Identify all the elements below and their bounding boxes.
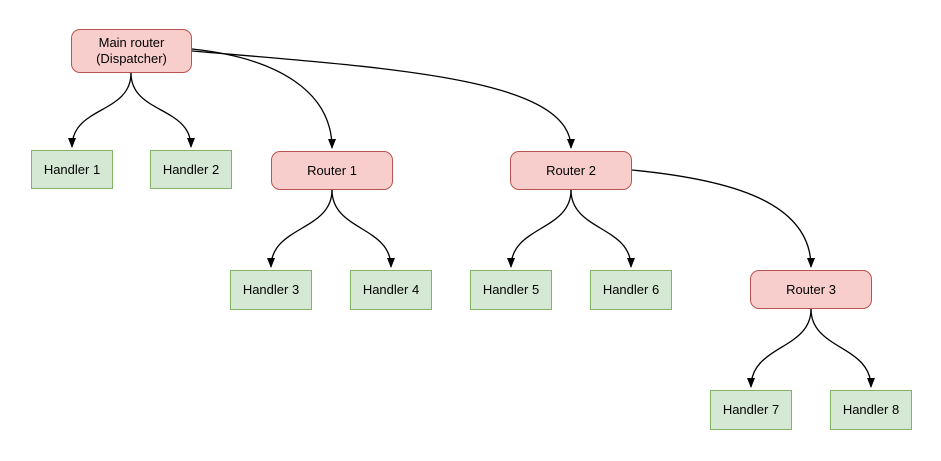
node-handler-2: Handler 2 [150,150,232,189]
edge-router-2-to-router-3 [631,169,815,268]
node-handler-5: Handler 5 [470,270,552,310]
node-handler-8: Handler 8 [830,390,912,430]
edge-main-router-to-router-1 [191,48,336,149]
node-router-1: Router 1 [271,151,393,190]
edge-router-3-to-handler-8 [810,308,875,388]
node-handler-6: Handler 6 [590,270,672,310]
node-handler-7: Handler 7 [710,390,792,430]
edge-router-1-to-handler-4 [331,189,395,268]
edge-router-3-to-handler-7 [747,308,812,388]
node-router-2: Router 2 [510,151,632,190]
node-main-router: Main router (Dispatcher) [71,29,192,73]
node-router-3: Router 3 [750,270,872,309]
edge-router-2-to-handler-6 [570,189,635,268]
node-handler-3: Handler 3 [230,270,312,310]
edge-router-2-to-handler-5 [507,189,572,268]
edge-main-router-to-router-2 [191,50,575,149]
edge-main-router-to-handler-2 [130,72,195,148]
edge-main-router-to-handler-1 [68,72,132,148]
node-handler-1: Handler 1 [31,150,113,189]
edge-router-1-to-handler-3 [267,189,333,268]
node-handler-4: Handler 4 [350,270,432,310]
